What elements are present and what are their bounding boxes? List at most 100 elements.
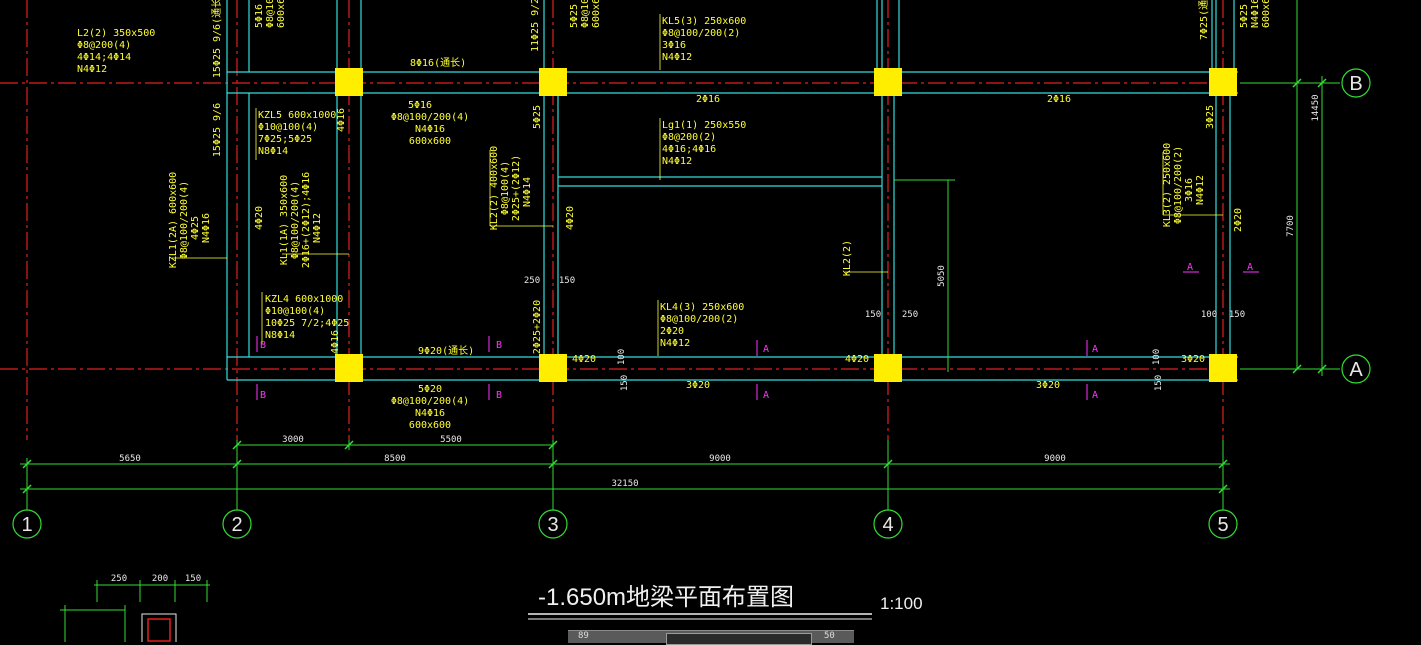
svg-text:5Φ25: 5Φ25 bbox=[1239, 4, 1250, 28]
svg-text:600x600: 600x600 bbox=[591, 0, 602, 28]
beam-label-mid-top: 5Φ16 Φ8@100/200(4) N4Φ16 600x600 bbox=[391, 100, 469, 147]
beam-label-lg1: Lg1(1) 250x550 Φ8@200(2) 4Φ16;4Φ16 N4Φ12 bbox=[662, 120, 746, 167]
section-a-1: A bbox=[763, 344, 769, 355]
svg-text:4Φ14;4Φ14: 4Φ14;4Φ14 bbox=[77, 52, 131, 63]
svg-text:N8Φ14: N8Φ14 bbox=[265, 330, 295, 341]
rebar-15phi25-a: 15Φ25 9/6(通长) bbox=[211, 0, 223, 78]
svg-text:N4Φ12: N4Φ12 bbox=[312, 213, 323, 243]
rebar-2phi25: 2Φ25+2Φ20 bbox=[532, 300, 543, 354]
svg-text:5Φ20: 5Φ20 bbox=[418, 384, 442, 395]
svg-text:Φ8@100(4): Φ8@100(4) bbox=[500, 161, 511, 215]
axis-label-a: A bbox=[1349, 359, 1363, 381]
svg-text:N4Φ16: N4Φ16 bbox=[415, 124, 445, 135]
rebar-15phi25-b: 15Φ25 9/6 bbox=[212, 103, 223, 157]
column-a3 bbox=[539, 354, 567, 382]
svg-text:4Φ25: 4Φ25 bbox=[190, 216, 201, 240]
rebar-2phi16-a: 2Φ16 bbox=[696, 94, 720, 105]
rebar-5phi25: 5Φ25 bbox=[532, 105, 543, 129]
drawing-title: -1.650m地梁平面布置图 bbox=[538, 584, 794, 611]
rebar-3phi20-a: 3Φ20 bbox=[686, 380, 710, 391]
beam-label-kl5: KL5(3) 250x600 Φ8@100/200(2) 3Φ16 N4Φ12 bbox=[662, 16, 746, 63]
status-bar: 89 50 bbox=[568, 630, 854, 645]
section-b-3: B bbox=[496, 340, 502, 351]
svg-text:KL1(1A) 350x600: KL1(1A) 350x600 bbox=[279, 175, 290, 265]
beam-outlines bbox=[226, 0, 1238, 381]
detail-dim-150: 150 bbox=[185, 574, 201, 584]
dim-250-b: 250 bbox=[902, 310, 918, 320]
beam-label-l2: L2(2) 350x500 Φ8@200(4) 4Φ14;4Φ14 N4Φ12 bbox=[77, 28, 155, 75]
svg-text:Φ10@100(4): Φ10@100(4) bbox=[258, 122, 318, 133]
status-input[interactable] bbox=[666, 633, 812, 645]
dim-7700: 7700 bbox=[1286, 215, 1296, 237]
dim-9000-a: 9000 bbox=[709, 454, 731, 464]
beam-label-kl4: KL4(3) 250x600 Φ8@100/200(2) 2Φ20 N4Φ12 bbox=[660, 302, 744, 349]
svg-text:Φ8@100/200(2): Φ8@100/200(2) bbox=[1173, 146, 1184, 224]
svg-text:Φ8@100/200(4): Φ8@100/200(4) bbox=[391, 112, 469, 123]
dim-5500: 5500 bbox=[440, 435, 462, 445]
dim-100-c: 100 bbox=[1152, 349, 1162, 365]
column-grid bbox=[335, 68, 1237, 382]
dim-3000: 3000 bbox=[282, 435, 304, 445]
column-b3 bbox=[539, 68, 567, 96]
dim-14450: 14450 bbox=[1311, 94, 1321, 121]
beam-label-kl2-2: KL2(2) bbox=[842, 240, 853, 276]
svg-text:Φ8@100/200(4): Φ8@100/200(4) bbox=[391, 396, 469, 407]
beam-label-kzl4: KZL4 600x1000 Φ10@100(4) 10Φ25 7/2;4Φ25 … bbox=[265, 294, 349, 341]
dim-150-a: 150 bbox=[559, 276, 575, 286]
svg-text:7Φ25;5Φ25: 7Φ25;5Φ25 bbox=[258, 134, 312, 145]
rebar-4phi20-b: 4Φ20 bbox=[845, 354, 869, 365]
status-right: 50 bbox=[824, 631, 835, 641]
top-column-notes: 5Φ16 Φ8@100 600x600 11Φ25 9/2(通长) 5Φ25 Φ… bbox=[254, 0, 1272, 52]
svg-text:KL2(2) 400x600: KL2(2) 400x600 bbox=[489, 146, 500, 230]
dim-100-a: 100 bbox=[1201, 310, 1217, 320]
svg-text:N4Φ16: N4Φ16 bbox=[1250, 0, 1261, 28]
rebar-9phi20: 9Φ20(通长) bbox=[418, 345, 474, 357]
rebar-3phi20-b: 3Φ20 bbox=[1036, 380, 1060, 391]
svg-text:Φ8@100/200: Φ8@100/200 bbox=[580, 0, 591, 28]
svg-text:KL3(2) 250x600: KL3(2) 250x600 bbox=[1162, 143, 1173, 227]
svg-text:3Φ16: 3Φ16 bbox=[662, 40, 686, 51]
column-b5 bbox=[1209, 68, 1237, 96]
detail-dim-250: 250 bbox=[111, 574, 127, 584]
dim-150-b: 150 bbox=[865, 310, 881, 320]
rebar-8phi16: 8Φ16(通长) bbox=[410, 57, 466, 69]
svg-text:N4Φ12: N4Φ12 bbox=[660, 338, 690, 349]
svg-text:N4Φ16: N4Φ16 bbox=[415, 408, 445, 419]
axis-label-1: 1 bbox=[21, 514, 32, 536]
svg-text:KZL1(2A) 600x600: KZL1(2A) 600x600 bbox=[168, 172, 179, 268]
svg-text:2Φ25+(2Φ12): 2Φ25+(2Φ12) bbox=[511, 155, 522, 221]
beam-label-mid-bot: 5Φ20 Φ8@100/200(4) N4Φ16 600x600 bbox=[391, 384, 469, 431]
column-b2 bbox=[335, 68, 363, 96]
svg-text:5Φ25: 5Φ25 bbox=[569, 4, 580, 28]
svg-text:N4Φ16: N4Φ16 bbox=[201, 213, 212, 243]
dim-100-b: 100 bbox=[617, 349, 627, 365]
svg-text:600x600: 600x600 bbox=[409, 420, 451, 431]
axis-bubbles bbox=[12, 68, 1371, 539]
axis-label-2: 2 bbox=[231, 514, 242, 536]
section-a-6: A bbox=[1247, 262, 1253, 273]
svg-text:Lg1(1) 250x550: Lg1(1) 250x550 bbox=[662, 120, 746, 131]
svg-text:Φ8@100/200(2): Φ8@100/200(2) bbox=[662, 28, 740, 39]
rebar-3phi20-c: 3Φ20 bbox=[1181, 354, 1205, 365]
detail-section bbox=[141, 613, 177, 642]
axis-label-b: B bbox=[1349, 73, 1362, 95]
svg-text:11Φ25 9/2(通长): 11Φ25 9/2(通长) bbox=[529, 0, 541, 52]
rebar-4phi16-b: 4Φ16 bbox=[330, 330, 341, 354]
leader-lines bbox=[172, 14, 1223, 356]
section-b-4: B bbox=[496, 390, 502, 401]
svg-text:3Φ16: 3Φ16 bbox=[1184, 178, 1195, 202]
axis-label-5: 5 bbox=[1217, 514, 1228, 536]
section-marks bbox=[256, 271, 1259, 400]
svg-text:N4Φ12: N4Φ12 bbox=[1195, 175, 1206, 205]
beam-label-kzl5: KZL5 600x1000 Φ10@100(4) 7Φ25;5Φ25 N8Φ14 bbox=[258, 110, 336, 157]
svg-text:Φ8@100/200(4): Φ8@100/200(4) bbox=[290, 181, 301, 259]
dim-150-e: 150 bbox=[1154, 375, 1164, 391]
axis-label-4: 4 bbox=[882, 514, 893, 536]
svg-text:5Φ16: 5Φ16 bbox=[408, 100, 432, 111]
dim-8500: 8500 bbox=[384, 454, 406, 464]
rebar-3phi25: 3Φ25 bbox=[1205, 105, 1216, 129]
dim-5650: 5650 bbox=[119, 454, 141, 464]
svg-text:N4Φ12: N4Φ12 bbox=[662, 156, 692, 167]
rebar-2phi20: 2Φ20 bbox=[1233, 208, 1244, 232]
